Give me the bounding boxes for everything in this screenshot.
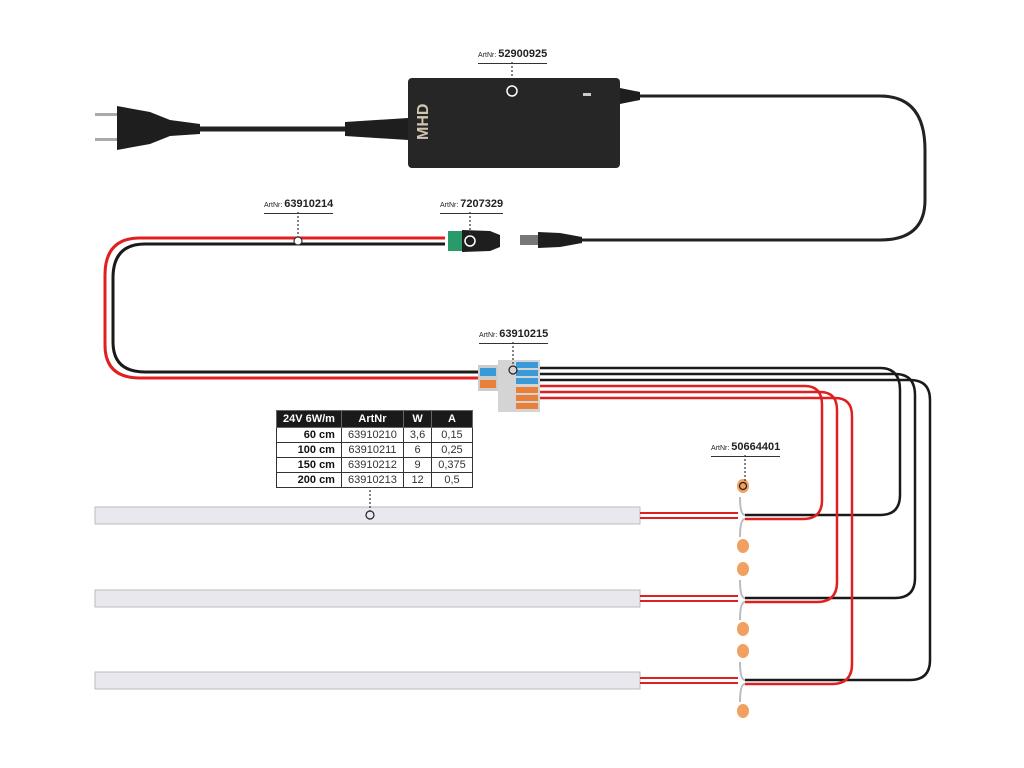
brand-logo: MHD	[415, 104, 432, 140]
output-wires	[540, 366, 932, 686]
supply-cable	[103, 236, 480, 380]
led-strip	[94, 562, 749, 636]
label-power-supply: ArtNr:52900925	[478, 47, 548, 64]
led-strips	[94, 479, 749, 718]
table-row: 100 cm 63910211 6 0,25	[276, 442, 473, 458]
wago-distributor	[478, 360, 540, 412]
table-header-row: 24V 6W/m ArtNr W A	[276, 410, 473, 428]
label-distributor: ArtNr:63910215	[479, 327, 549, 344]
spec-table: 24V 6W/m ArtNr W A 60 cm 63910210 3,6 0,…	[276, 410, 473, 488]
table-row: 150 cm 63910212 9 0,375	[276, 457, 473, 473]
label-splice-connector: ArtNr:50664401	[711, 440, 781, 457]
led-strip	[94, 644, 749, 718]
dc-plug	[520, 232, 582, 248]
label-dc-connector: ArtNr:7207329	[440, 197, 504, 214]
table-row: 60 cm 63910210 3,6 0,15	[276, 427, 473, 443]
label-cable: ArtNr:63910214	[264, 197, 334, 214]
led-strip	[94, 479, 749, 553]
dc-female-connector	[448, 230, 500, 252]
mains-plug	[95, 106, 200, 150]
power-supply: MHD	[408, 78, 620, 168]
dc-cable	[580, 94, 927, 242]
leader-lines	[297, 62, 746, 511]
table-row: 200 cm 63910213 12 0,5	[276, 472, 473, 488]
